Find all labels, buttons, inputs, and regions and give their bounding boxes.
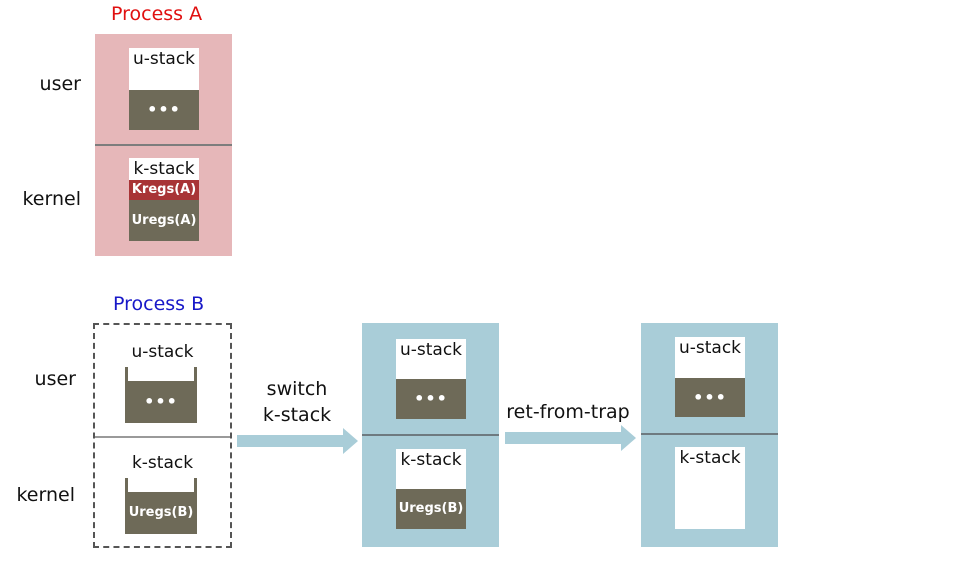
step2-u-stack: u-stack ••• bbox=[675, 337, 745, 417]
step1-k-stack: k-stack Uregs(B) bbox=[396, 449, 466, 529]
ret-from-trap-label: ret-from-trap bbox=[506, 401, 630, 423]
step2-box: u-stack ••• k-stack bbox=[641, 323, 778, 547]
process-a-box: u-stack ••• k-stack Kregs(A) Uregs(A) bbox=[95, 34, 232, 256]
switch-label-line2: k-stack bbox=[262, 404, 332, 426]
switch-label-line1: switch bbox=[266, 378, 328, 400]
uregs-b-frame: Uregs(B) bbox=[125, 492, 197, 534]
ret-from-trap-arrow bbox=[505, 425, 636, 451]
process-a-k-stack: k-stack Kregs(A) Uregs(A) bbox=[129, 158, 199, 241]
arrow-right-icon bbox=[505, 425, 636, 451]
k-stack-label: k-stack bbox=[131, 453, 194, 473]
user-kernel-divider bbox=[362, 434, 499, 436]
uregs-a-frame: Uregs(A) bbox=[129, 200, 199, 241]
k-stack-label: k-stack bbox=[400, 450, 462, 470]
switch-k-stack-arrow bbox=[237, 428, 358, 454]
uregs-b-frame: Uregs(B) bbox=[396, 489, 466, 529]
process-a-user-label: user bbox=[39, 73, 81, 95]
arrow-right-icon bbox=[237, 428, 358, 454]
u-stack-frame: ••• bbox=[396, 379, 466, 419]
ellipsis-icon: ••• bbox=[147, 100, 181, 119]
ellipsis-icon: ••• bbox=[693, 388, 727, 407]
step2-k-stack: k-stack bbox=[675, 447, 745, 529]
u-stack-frame: ••• bbox=[125, 381, 197, 423]
process-a-u-stack: u-stack ••• bbox=[129, 48, 199, 130]
u-stack-frame: ••• bbox=[129, 90, 199, 130]
process-b-kernel-label: kernel bbox=[16, 484, 75, 506]
ellipsis-icon: ••• bbox=[414, 389, 448, 408]
user-kernel-divider bbox=[95, 144, 232, 146]
process-b-box: u-stack ••• k-stack Uregs(B) bbox=[93, 323, 232, 548]
u-stack-label: u-stack bbox=[678, 338, 742, 358]
process-b-user-label: user bbox=[34, 368, 76, 390]
process-a-kernel-label: kernel bbox=[22, 188, 81, 210]
switch-k-stack-label: switch k-stack bbox=[247, 376, 347, 428]
u-stack-frame: ••• bbox=[675, 378, 745, 417]
process-a-title: Process A bbox=[111, 3, 203, 25]
kregs-a-frame: Kregs(A) bbox=[129, 180, 199, 200]
u-stack-label: u-stack bbox=[399, 340, 463, 360]
u-stack-label: u-stack bbox=[132, 49, 196, 69]
process-b-u-stack: ••• bbox=[125, 367, 197, 423]
process-b-k-stack: Uregs(B) bbox=[125, 478, 197, 534]
ellipsis-icon: ••• bbox=[144, 392, 178, 411]
step1-u-stack: u-stack ••• bbox=[396, 339, 466, 419]
k-stack-label: k-stack bbox=[133, 159, 195, 179]
user-kernel-divider bbox=[95, 436, 230, 438]
step1-box: u-stack ••• k-stack Uregs(B) bbox=[362, 323, 499, 547]
process-b-title: Process B bbox=[113, 293, 205, 315]
user-kernel-divider bbox=[641, 433, 778, 435]
u-stack-label: u-stack bbox=[131, 342, 194, 362]
k-stack-label: k-stack bbox=[679, 448, 741, 468]
